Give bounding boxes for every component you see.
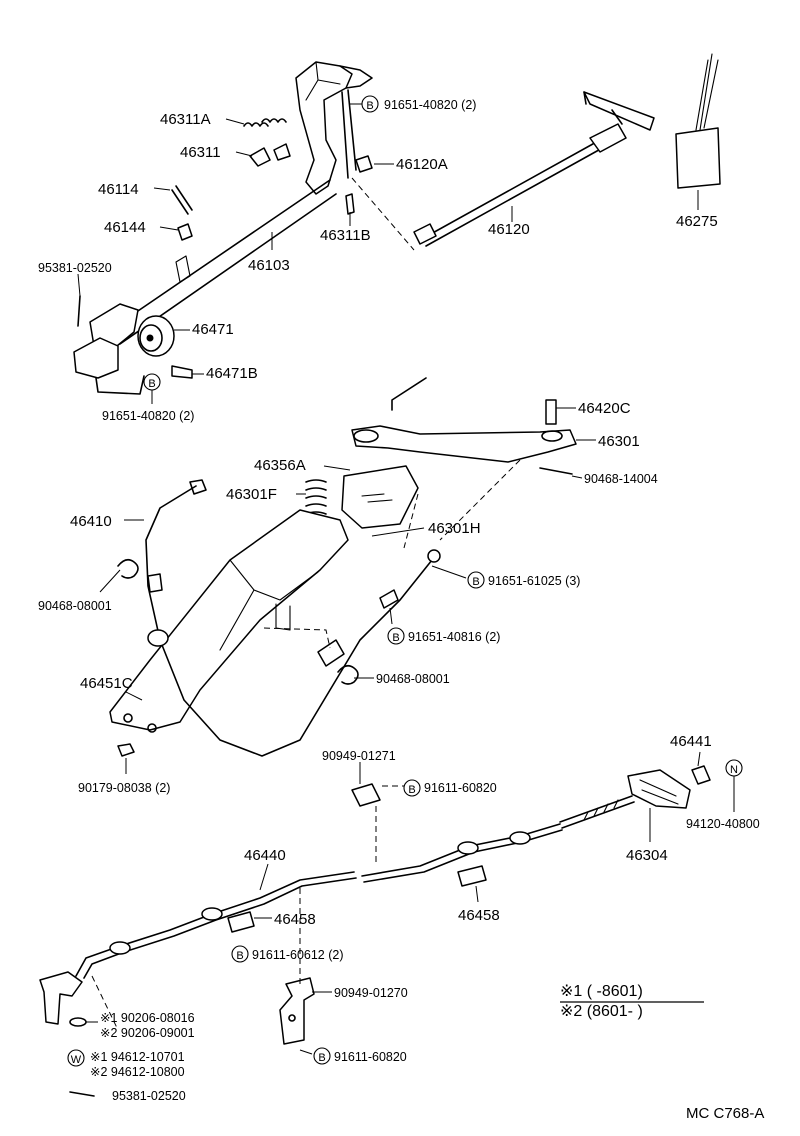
label-46275: 46275 (676, 213, 718, 230)
marker-b-top2: B (143, 373, 161, 391)
label-94612-10701: ※1 94612-10701 (90, 1050, 185, 1064)
rear-cable-drawing (39, 765, 711, 1097)
label-91651-40820-bottom: 91651-40820 (2) (102, 409, 194, 423)
marker-b-low2: B (231, 945, 249, 963)
marker-b-low3: B (313, 1047, 331, 1065)
svg-text:B: B (366, 100, 373, 112)
part-labels: 46311A 46311 46114 46144 95381-02520 461… (38, 98, 760, 1103)
label-90179-08038: 90179-08038 (2) (78, 781, 170, 795)
label-90468-08001-left: 90468-08001 (38, 599, 112, 613)
marker-b-mid2: B (387, 627, 405, 645)
svg-text:B: B (318, 1052, 325, 1064)
label-46103: 46103 (248, 257, 290, 274)
circled-markers: B B B B B N B B W (67, 95, 743, 1067)
label-46458-left: 46458 (274, 911, 316, 928)
svg-text:B: B (392, 632, 399, 644)
marker-b-top1: B (361, 95, 379, 113)
leader-lines (77, 103, 735, 1055)
label-46451c: 46451C (80, 675, 133, 692)
label-46440: 46440 (244, 847, 286, 864)
legend: ※1 ( -8601) ※2 (8601- ) (560, 983, 704, 1020)
label-46420c: 46420C (578, 400, 631, 417)
label-46471b: 46471B (206, 365, 258, 382)
label-90949-01270: 90949-01270 (334, 986, 408, 1000)
label-91651-61025: 91651-61025 (3) (488, 574, 580, 588)
legend-row-1: ※1 ( -8601) (560, 983, 643, 1000)
label-46458-right: 46458 (458, 907, 500, 924)
label-46304: 46304 (626, 847, 668, 864)
label-46311: 46311 (180, 144, 221, 161)
label-46120: 46120 (488, 221, 530, 238)
label-46441: 46441 (670, 733, 712, 750)
label-46311a: 46311A (160, 111, 211, 128)
marker-b-mid1: B (467, 571, 485, 589)
label-90468-08001-right: 90468-08001 (376, 672, 450, 686)
label-46114: 46114 (98, 181, 139, 198)
marker-n: N (725, 759, 743, 777)
label-46410: 46410 (70, 513, 112, 530)
marker-w: W (67, 1049, 85, 1067)
svg-text:B: B (236, 950, 243, 962)
svg-text:B: B (472, 576, 479, 588)
label-46311b: 46311B (320, 227, 371, 244)
label-46301f: 46301F (226, 486, 277, 503)
label-91611-60612: 91611-60612 (2) (252, 948, 344, 962)
label-90949-01271: 90949-01271 (322, 749, 396, 763)
label-95381-02520-bottom: 95381-02520 (112, 1089, 186, 1103)
svg-text:W: W (71, 1054, 82, 1066)
svg-text:B: B (148, 378, 155, 390)
label-46471: 46471 (192, 321, 234, 338)
lever-assembly-drawing (73, 53, 721, 395)
svg-text:N: N (730, 764, 738, 776)
label-91611-60820-top: 91611-60820 (424, 781, 497, 795)
label-90206-09001: ※2 90206-09001 (100, 1026, 195, 1040)
label-90468-14004: 90468-14004 (584, 472, 658, 486)
label-91651-40816: 91651-40816 (2) (408, 630, 500, 644)
label-46301h: 46301H (428, 520, 481, 537)
diagram-code: MC C768-A (686, 1105, 764, 1122)
marker-b-low1: B (403, 779, 421, 797)
legend-row-2: ※2 (8601- ) (560, 1003, 643, 1020)
label-91611-60820-bottom: 91611-60820 (334, 1050, 407, 1064)
label-46301: 46301 (598, 433, 640, 450)
label-46356a: 46356A (254, 457, 306, 474)
label-91651-40820-top: 91651-40820 (2) (384, 98, 476, 112)
bracket-assembly-drawing (109, 377, 577, 757)
svg-text:B: B (408, 784, 415, 796)
label-94612-10800: ※2 94612-10800 (90, 1065, 185, 1079)
label-46120a: 46120A (396, 156, 448, 173)
label-90206-08016: ※1 90206-08016 (100, 1011, 195, 1025)
label-46144: 46144 (104, 219, 146, 236)
label-95381-02520-top: 95381-02520 (38, 261, 112, 275)
label-94120-40800: 94120-40800 (686, 817, 760, 831)
